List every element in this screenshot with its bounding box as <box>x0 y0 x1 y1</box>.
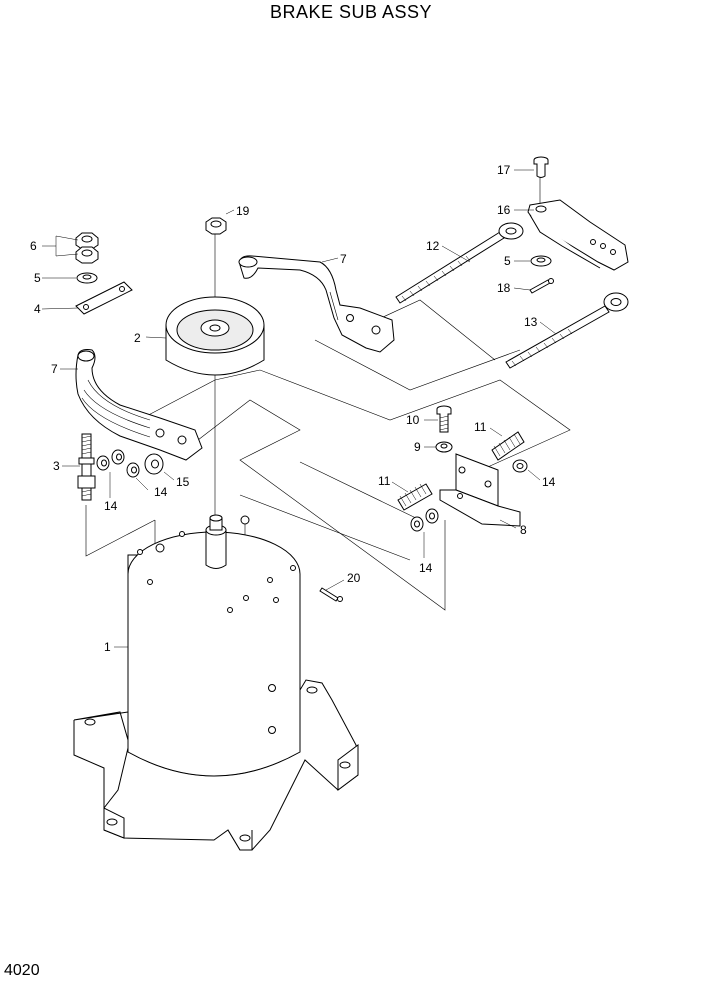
page-number: 4020 <box>4 962 40 979</box>
nut-part-14-right-c <box>425 508 439 524</box>
callout-11-left: 11 <box>378 474 391 488</box>
cotter-pin-part-18 <box>529 278 554 294</box>
brake-arm-part-7-left <box>75 349 203 461</box>
callout-3: 3 <box>53 459 60 473</box>
assembly-guide-lines <box>85 175 571 611</box>
callout-19: 19 <box>236 204 250 218</box>
callout-6: 6 <box>30 239 37 253</box>
brake-drum-part-2 <box>165 296 265 376</box>
nut-part-14-left-c <box>126 462 140 478</box>
diagram-title: BRAKE SUB ASSY <box>269 2 433 22</box>
stud-bolt-part-3 <box>77 433 96 501</box>
spring-part-11-left <box>397 483 433 511</box>
callout-16: 16 <box>497 203 511 217</box>
callout-7-left: 7 <box>51 362 58 376</box>
washer-part-9 <box>435 441 453 453</box>
callout-12: 12 <box>426 239 440 253</box>
callout-18: 18 <box>497 281 511 295</box>
callout-5-left: 5 <box>34 271 41 285</box>
angle-bracket-part-8 <box>439 453 521 527</box>
washer-part-5-right <box>530 255 552 267</box>
callout-14-b: 14 <box>154 485 168 499</box>
callout-9: 9 <box>414 440 421 454</box>
callout-leaders <box>41 169 557 648</box>
brake-arm-part-7-right <box>238 255 395 353</box>
nut-part-19 <box>205 217 227 235</box>
callout-10: 10 <box>406 413 420 427</box>
callout-11-right: 11 <box>474 420 487 434</box>
lever-bracket-part-16 <box>527 199 629 271</box>
spring-part-11-right <box>491 431 525 461</box>
double-nut-part-6 <box>75 232 99 264</box>
callout-13: 13 <box>524 315 538 329</box>
callout-15: 15 <box>176 475 190 489</box>
callout-20: 20 <box>347 571 361 585</box>
plate-part-4 <box>75 281 133 315</box>
callout-labels: 1 2 3 4 5 5 6 7 7 8 9 10 11 11 12 13 14 … <box>30 163 556 654</box>
callout-4: 4 <box>34 302 41 316</box>
washer-part-5-left <box>76 272 98 284</box>
rod-part-13 <box>505 292 629 369</box>
callout-17: 17 <box>497 163 511 177</box>
callout-7-right: 7 <box>340 252 347 266</box>
rod-part-12 <box>395 222 524 304</box>
washer-part-15 <box>144 453 164 475</box>
callout-14-a: 14 <box>104 499 118 513</box>
nut-part-14-left-b <box>111 449 125 465</box>
nut-part-14-left-a <box>96 455 110 471</box>
pin-part-17 <box>533 156 549 178</box>
callout-8: 8 <box>520 523 527 537</box>
callout-14-c: 14 <box>542 475 556 489</box>
nut-part-14-right-b <box>410 516 424 532</box>
nut-part-14-right-a <box>512 459 528 473</box>
bolt-part-10 <box>436 405 452 433</box>
callout-5-right: 5 <box>504 254 511 268</box>
callout-14-d: 14 <box>419 561 433 575</box>
cotter-pin-part-20 <box>319 587 343 602</box>
callout-1: 1 <box>104 640 111 654</box>
callout-2: 2 <box>134 331 141 345</box>
brake-housing-part-1 <box>73 514 359 851</box>
